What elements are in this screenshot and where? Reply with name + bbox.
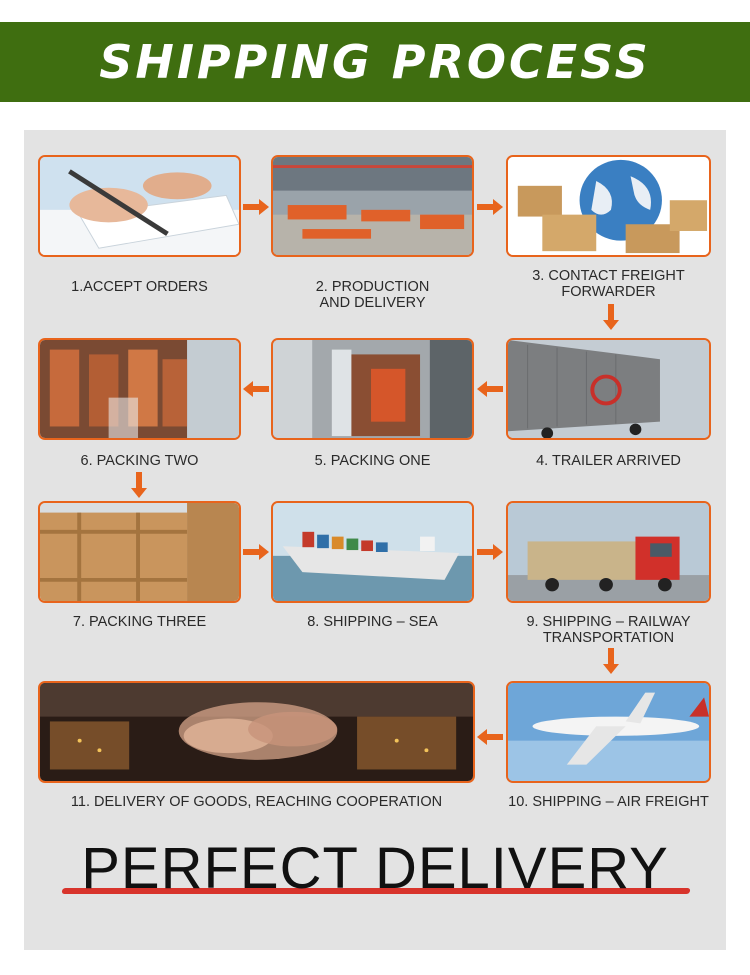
page-title: SHIPPING PROCESS: [99, 35, 651, 89]
step-7-caption: 7. PACKING THREE: [72, 614, 207, 630]
step-9-image: [506, 501, 711, 603]
step-5-image: [271, 338, 474, 440]
arrow-down-icon: [131, 472, 147, 498]
step-6-image: [38, 338, 241, 440]
header-banner: SHIPPING PROCESS: [0, 22, 750, 102]
arrow-down-icon: [603, 648, 619, 674]
arrow-down-icon: [603, 304, 619, 330]
step-4-caption: 4. TRAILER ARRIVED: [536, 453, 681, 469]
step-1-caption: 1.ACCEPT ORDERS: [71, 279, 208, 295]
step-1-image: [38, 155, 241, 257]
arrow-left-icon: [243, 381, 269, 397]
arrow-right-icon: [243, 544, 269, 560]
footer-title: PERFECT DELIVERY: [81, 836, 669, 901]
step-3-caption: 3. CONTACT FREIGHT FORWARDER: [532, 268, 685, 300]
step-11-image: [38, 681, 475, 783]
step-8-caption: 8. SHIPPING – SEA: [307, 614, 438, 630]
step-11-caption: 11. DELIVERY OF GOODS, REACHING COOPERAT…: [70, 794, 443, 810]
step-7-image: [38, 501, 241, 603]
step-2-image: [271, 155, 474, 257]
step-5-caption: 5. PACKING ONE: [314, 453, 431, 469]
arrow-right-icon: [243, 199, 269, 215]
step-9-caption: 9. SHIPPING – RAILWAY TRANSPORTATION: [526, 614, 691, 646]
arrow-left-icon: [477, 381, 503, 397]
arrow-right-icon: [477, 544, 503, 560]
step-10-caption: 10. SHIPPING – AIR FREIGHT: [508, 794, 709, 810]
step-6-caption: 6. PACKING TWO: [80, 453, 199, 469]
step-10-image: [506, 681, 711, 783]
step-4-image: [506, 338, 711, 440]
step-2-caption: 2. PRODUCTION AND DELIVERY: [315, 279, 430, 311]
step-8-image: [271, 501, 474, 603]
arrow-right-icon: [477, 199, 503, 215]
arrow-left-icon: [477, 729, 503, 745]
step-3-image: [506, 155, 711, 257]
